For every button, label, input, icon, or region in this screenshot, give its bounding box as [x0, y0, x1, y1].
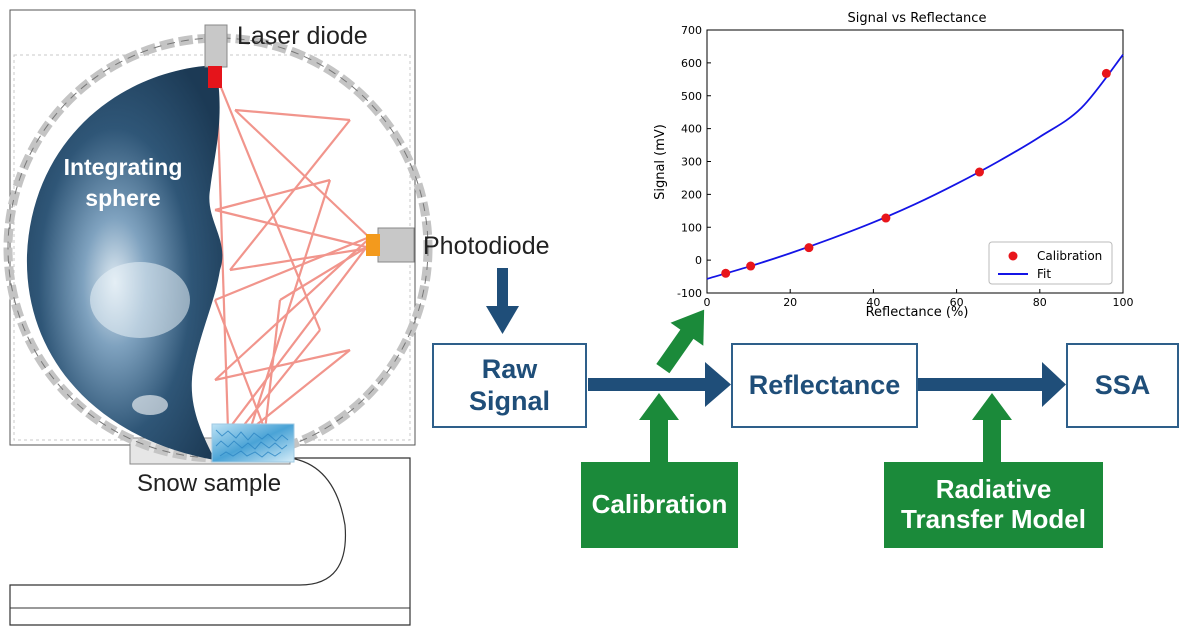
x-tick-label: 80 — [1033, 296, 1047, 309]
reflectance-box: Reflectance — [731, 343, 918, 428]
chart-x-ticks: 0 20 40 60 80 100 — [704, 289, 1134, 309]
calibration-point — [974, 167, 984, 177]
photodiode-sensor — [366, 234, 380, 256]
rtm-box: Radiative Transfer Model — [884, 462, 1103, 548]
x-tick-label: 0 — [704, 296, 711, 309]
integrating-sphere-label: Integrating sphere — [48, 152, 198, 214]
legend-fit-label: Fit — [1037, 267, 1051, 281]
raw-to-reflectance-arrow-head — [705, 362, 731, 407]
y-tick-label: 700 — [681, 24, 702, 37]
snow-sample-label: Snow sample — [137, 470, 282, 497]
y-tick-label: -100 — [677, 287, 702, 300]
x-tick-label: 100 — [1113, 296, 1134, 309]
integrating-sphere-label-line1: Integrating — [63, 154, 183, 180]
calibration-point — [746, 261, 756, 271]
integrating-sphere-label-line2: sphere — [85, 185, 161, 212]
y-tick-label: 300 — [681, 156, 702, 169]
laser-diode-emitter — [208, 66, 222, 88]
fit-line — [706, 54, 1124, 280]
chart-y-ticks: -100 0 100 200 300 400 500 600 700 — [677, 24, 711, 300]
photodiode — [377, 227, 415, 263]
integrating-sphere-half — [26, 65, 223, 460]
y-tick-label: 100 — [681, 221, 702, 234]
reflectance-to-ssa-arrow-head — [1042, 362, 1066, 407]
raw-signal-box: Raw Signal — [432, 343, 587, 428]
y-tick-label: 600 — [681, 57, 702, 70]
y-tick-label: 500 — [681, 90, 702, 103]
reflectance-to-ssa-arrow-shaft — [918, 378, 1044, 391]
rtm-line1: Radiative — [935, 474, 1052, 505]
snow-sample — [211, 423, 295, 463]
raw-signal-line1: Raw — [481, 354, 538, 385]
chart-title: Signal vs Reflectance — [848, 11, 987, 26]
rtm-arrow-shaft — [983, 418, 1001, 463]
photodiode-arrow-shaft — [497, 268, 508, 308]
laser-beams — [213, 79, 373, 431]
ssa-box: SSA — [1066, 343, 1179, 428]
rtm-line2: Transfer Model — [901, 504, 1086, 534]
x-tick-label: 40 — [866, 296, 880, 309]
calibration-point — [804, 243, 814, 253]
y-tick-label: 200 — [681, 188, 702, 201]
rtm-arrow-head — [972, 393, 1012, 420]
chart-series — [706, 54, 1124, 280]
calibration-point — [881, 213, 891, 223]
photodiode-label: Photodiode — [423, 232, 550, 260]
y-tick-label: 400 — [681, 123, 702, 136]
photodiode-arrow-head — [486, 306, 519, 334]
y-tick-label: 0 — [695, 254, 702, 267]
raw-signal-line2: Signal — [468, 385, 550, 416]
legend-calibration-label: Calibration — [1037, 249, 1102, 263]
chart-x-axis-label: Reflectance (%) — [866, 305, 969, 320]
legend-calibration-marker — [1008, 251, 1018, 261]
calibration-point — [721, 268, 731, 278]
chart-legend: Calibration Fit — [988, 241, 1113, 285]
calibration-point — [1101, 68, 1111, 78]
calibration-arrow-head — [639, 393, 679, 420]
x-tick-label: 20 — [783, 296, 797, 309]
calibration-arrow-shaft — [650, 418, 668, 463]
raw-to-reflectance-arrow-shaft — [588, 378, 706, 391]
laser-diode-label: Laser diode — [237, 22, 368, 50]
calibration-box: Calibration — [581, 462, 738, 548]
x-tick-label: 60 — [950, 296, 964, 309]
to-chart-arrow — [656, 309, 705, 374]
chart-y-axis-label: Signal (mV) — [653, 124, 668, 200]
